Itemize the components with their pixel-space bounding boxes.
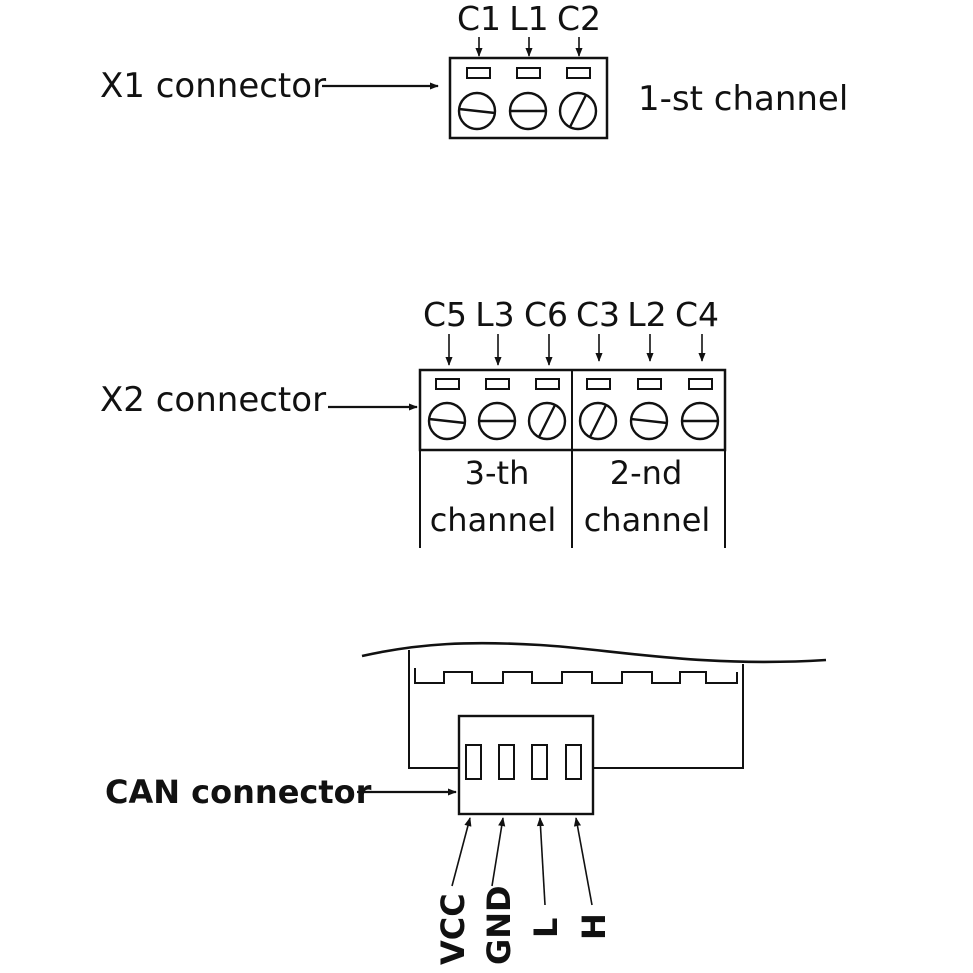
can-pin-slot: [498, 744, 515, 780]
x2-pin-label-l3: L3: [475, 295, 514, 334]
can-pin-label-l: L: [527, 918, 565, 938]
x2-screw-c3: [578, 401, 618, 441]
x2-label: X2 connector: [100, 380, 326, 420]
x1-screw-c2: [558, 91, 598, 131]
x2-channel-3-line2: channel: [430, 501, 557, 539]
board-crenellation: [414, 668, 738, 684]
can-pin-label-vcc: VCC: [434, 893, 472, 965]
can-pin-label-h: H: [575, 913, 613, 940]
x2-screw-l3: [477, 401, 517, 441]
x1-screw-c1: [457, 91, 497, 131]
x2-slot: [586, 378, 611, 390]
x2-screw-c5: [427, 401, 467, 441]
x1-pin-label-l1: L1: [509, 0, 548, 38]
x2-pin-label-c5: C5: [423, 295, 467, 334]
x2-channel-2-line2: channel: [584, 501, 711, 539]
x2-channel-3-line1: 3-th: [465, 454, 530, 492]
x1-pin-label-c2: C2: [557, 0, 601, 38]
can-pin-slot: [531, 744, 548, 780]
can-section: CAN connector VCC GND L H: [105, 641, 827, 965]
x1-pin-label-c1: C1: [457, 0, 501, 38]
x1-section: X1 connector C1 L1 C2 1-st channel: [100, 0, 848, 140]
x2-slot: [688, 378, 713, 390]
x2-screw-l2: [629, 401, 669, 441]
x2-screw-c6: [527, 401, 567, 441]
can-pin-arrow-h: [573, 817, 593, 906]
x2-pin-label-c3: C3: [576, 295, 620, 334]
x1-screw-l1: [508, 91, 548, 131]
board-edge-curve: [361, 641, 827, 664]
x2-slot: [485, 378, 510, 390]
x2-pin-label-c4: C4: [675, 295, 719, 334]
can-connector-body: [457, 714, 595, 816]
can-pin-label-gnd: GND: [480, 885, 518, 965]
x1-terminal-block: [448, 56, 609, 140]
can-pin-slot: [465, 744, 482, 780]
x1-label: X1 connector: [100, 66, 326, 106]
x1-slot: [466, 67, 491, 79]
x2-slot: [535, 378, 560, 390]
can-pin-arrow-vcc: [451, 817, 472, 887]
can-pin-arrow-l: [536, 817, 546, 906]
x1-channel-label: 1-st channel: [638, 79, 848, 119]
x2-screw-c4: [680, 401, 720, 441]
can-pin-slot: [565, 744, 582, 780]
x2-slot: [637, 378, 662, 390]
x2-slot: [435, 378, 460, 390]
x2-pin-label-l2: L2: [627, 295, 666, 334]
x2-section: X2 connector C5 L3 C6 C3 L2 C4: [100, 295, 727, 548]
board-housing-outline: [408, 650, 744, 769]
can-pin-arrow-gnd: [491, 817, 506, 887]
x1-slot: [516, 67, 541, 79]
x1-slot: [566, 67, 591, 79]
can-label: CAN connector: [105, 773, 372, 811]
x2-pin-label-c6: C6: [524, 295, 568, 334]
x2-channel-2-line1: 2-nd: [610, 454, 683, 492]
